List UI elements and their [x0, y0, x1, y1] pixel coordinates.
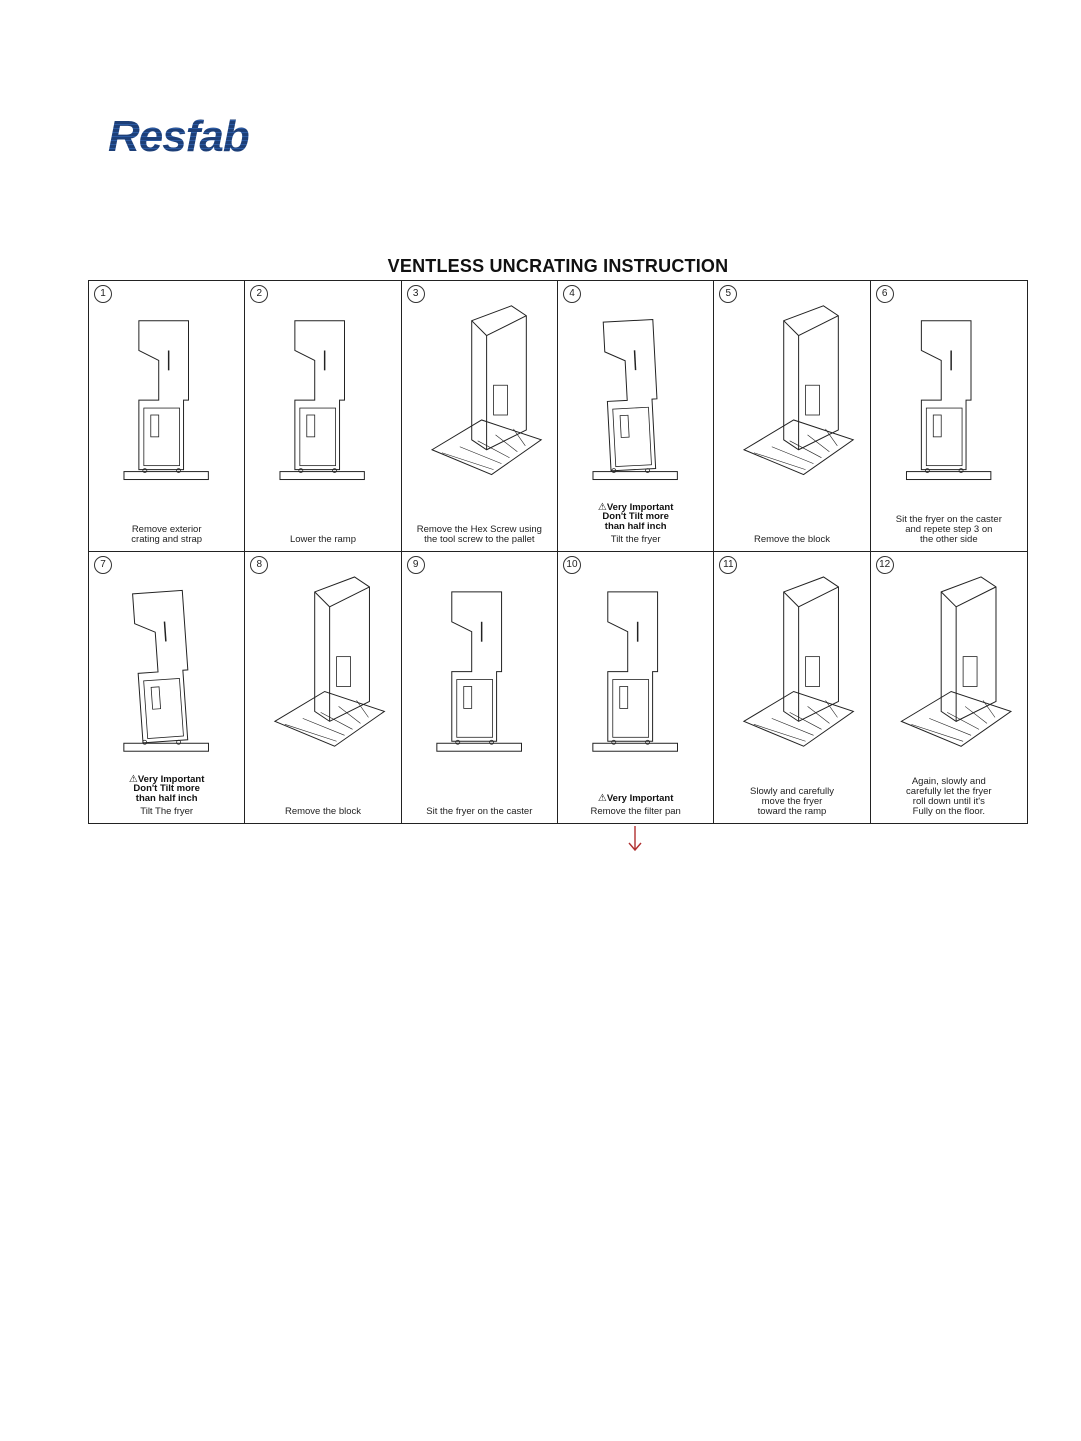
step-number: 11 [719, 556, 738, 574]
warning-text: Very Important Don't Tilt more than half… [133, 773, 205, 804]
fryer-illustration [743, 305, 855, 476]
warning-triangle-icon: ⚠ [128, 773, 138, 785]
fryer-illustration [592, 319, 678, 481]
step-number: 6 [875, 285, 894, 303]
step-number: 10 [562, 556, 581, 574]
step-number: 12 [875, 556, 894, 574]
warning-triangle-icon: ⚠ [597, 501, 607, 513]
fryer-illustration [592, 591, 678, 752]
step-number: 7 [94, 556, 112, 574]
fryer-illustration [279, 320, 366, 481]
step-caption: Tilt the fryer [610, 534, 661, 545]
step-number: 3 [406, 285, 425, 303]
fryer-illustration [743, 576, 855, 747]
step-number: 8 [250, 556, 269, 574]
step-caption: Remove exterior crating and strap [131, 524, 203, 545]
warning-text: Very Important [606, 792, 674, 804]
step-caption: Lower the ramp [289, 534, 356, 545]
step-number: 2 [250, 285, 269, 303]
step-number: 5 [719, 285, 738, 303]
down-arrow-icon [628, 826, 642, 852]
fryer-illustration [274, 576, 386, 747]
warning-note: ⚠Very Important Don't Tilt more than hal… [558, 501, 713, 532]
fryer-illustration [123, 589, 209, 752]
fryer-illustration [905, 320, 992, 481]
fryer-illustration [899, 576, 1012, 747]
step-caption: Again, slowly and carefully let the frye… [906, 776, 992, 817]
step-panel-7: 7 ⚠Very Important Don't Tilt more than ha… [89, 552, 246, 823]
step-caption: Slowly and carefully move the fryer towa… [750, 786, 834, 817]
step-caption: Remove the block [284, 806, 362, 817]
step-caption: Remove the filter pan [590, 806, 681, 817]
step-number: 1 [94, 285, 112, 303]
document-title: VENTLESS UNCRATING INSTRUCTION [387, 256, 729, 276]
step-caption: Remove the block [753, 534, 831, 545]
step-caption: Sit the fryer on the caster and repete s… [895, 514, 1002, 545]
fryer-illustration [123, 320, 209, 481]
fryer-illustration [436, 591, 522, 752]
step-caption: Remove the Hex Screw using the tool scre… [416, 524, 542, 545]
warning-triangle-icon: ⚠ [597, 792, 607, 804]
warning-note: ⚠Very Important [558, 792, 713, 804]
step-caption: Tilt The fryer [140, 806, 194, 817]
step-number: 9 [406, 556, 425, 574]
resfab-logo: Resfab [108, 114, 283, 160]
warning-text: Very Important Don't Tilt more than half… [602, 501, 674, 532]
step-caption: Sit the fryer on the caster [426, 806, 533, 817]
logo-text: Resfab [108, 112, 250, 161]
step-number: 4 [562, 285, 581, 303]
warning-note: ⚠Very Important Don't Tilt more than hal… [89, 773, 244, 804]
fryer-illustration [430, 305, 542, 476]
step-panel-4: 4 ⚠Very Important Don't Tilt more than ha… [557, 281, 715, 552]
